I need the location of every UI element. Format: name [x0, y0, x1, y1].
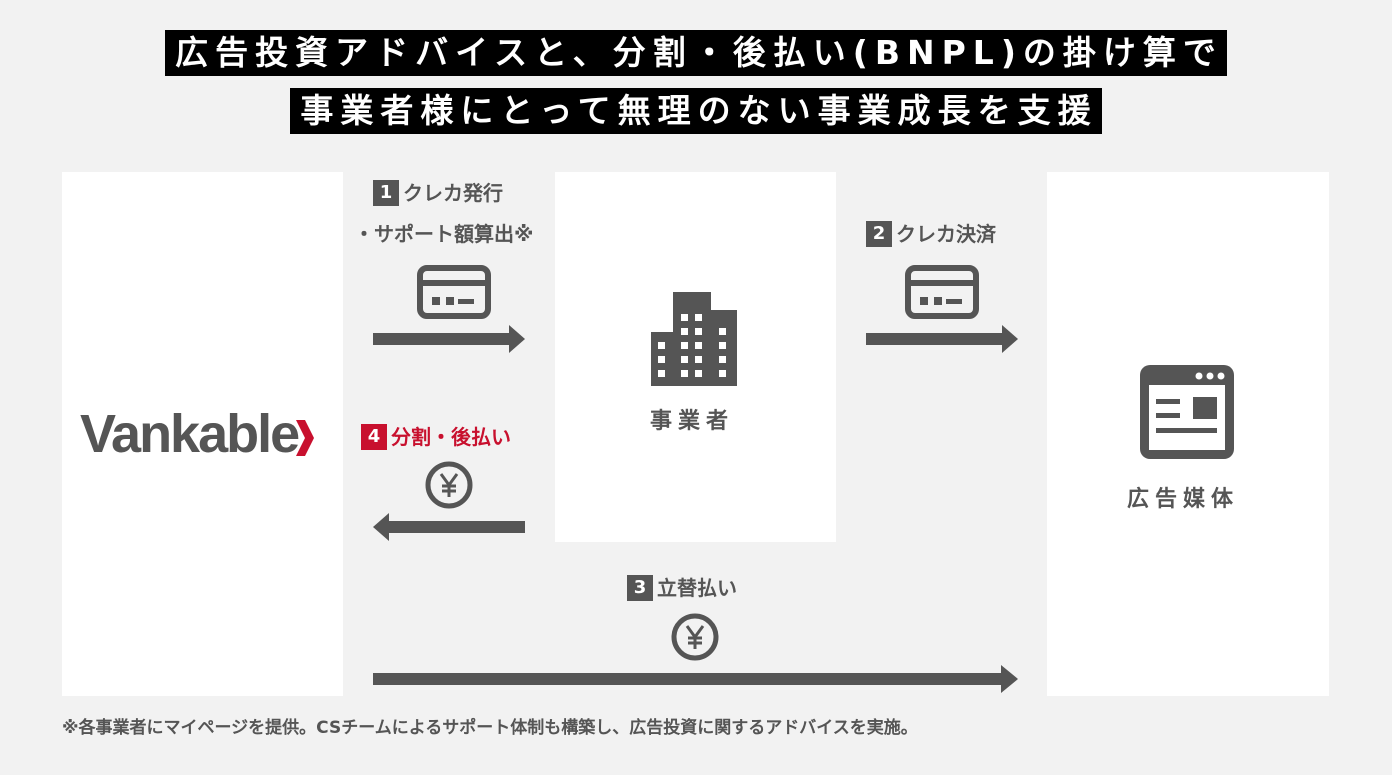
step1-text-1: クレカ発行 — [403, 181, 503, 205]
building-icon — [651, 292, 737, 386]
arrow-right-step3 — [373, 665, 1018, 693]
step2-number: 2 — [866, 221, 892, 247]
yen-coin-icon-2 — [671, 613, 719, 661]
footnote: ※各事業者にマイページを提供。CSチームによるサポート体制も構築し、広告投資に関… — [62, 718, 918, 738]
step3-number: 3 — [627, 575, 653, 601]
step3-text: 立替払い — [657, 576, 737, 600]
vankable-logo: Vankable — [80, 404, 300, 464]
yen-coin-icon — [425, 461, 473, 509]
vankable-panel — [62, 172, 343, 696]
credit-card-icon-2 — [905, 265, 979, 319]
title-text-1: 広告投資アドバイスと、分割・後払い(BNPL)の掛け算で — [165, 30, 1227, 76]
title-line-1: 広告投資アドバイスと、分割・後払い(BNPL)の掛け算で — [0, 30, 1392, 76]
title-line-2: 事業者様にとって無理のない事業成長を支援 — [0, 88, 1392, 134]
arrow-right-step1 — [373, 325, 525, 353]
arrow-right-step2 — [866, 325, 1018, 353]
business-label: 事業者 — [650, 409, 735, 434]
step4-text: 分割・後払い — [391, 425, 511, 449]
arrow-left-step4 — [373, 513, 525, 541]
step1-number: 1 — [373, 180, 399, 206]
media-label: 広告媒体 — [1127, 487, 1240, 512]
logo-chevron-icon — [296, 420, 314, 456]
step1-label-2: ・サポート額算出※ — [354, 222, 534, 246]
title-text-2: 事業者様にとって無理のない事業成長を支援 — [290, 88, 1102, 134]
step2-text: クレカ決済 — [896, 222, 996, 246]
browser-window-icon — [1140, 365, 1234, 459]
step4-number: 4 — [361, 424, 387, 450]
credit-card-icon — [417, 265, 491, 319]
